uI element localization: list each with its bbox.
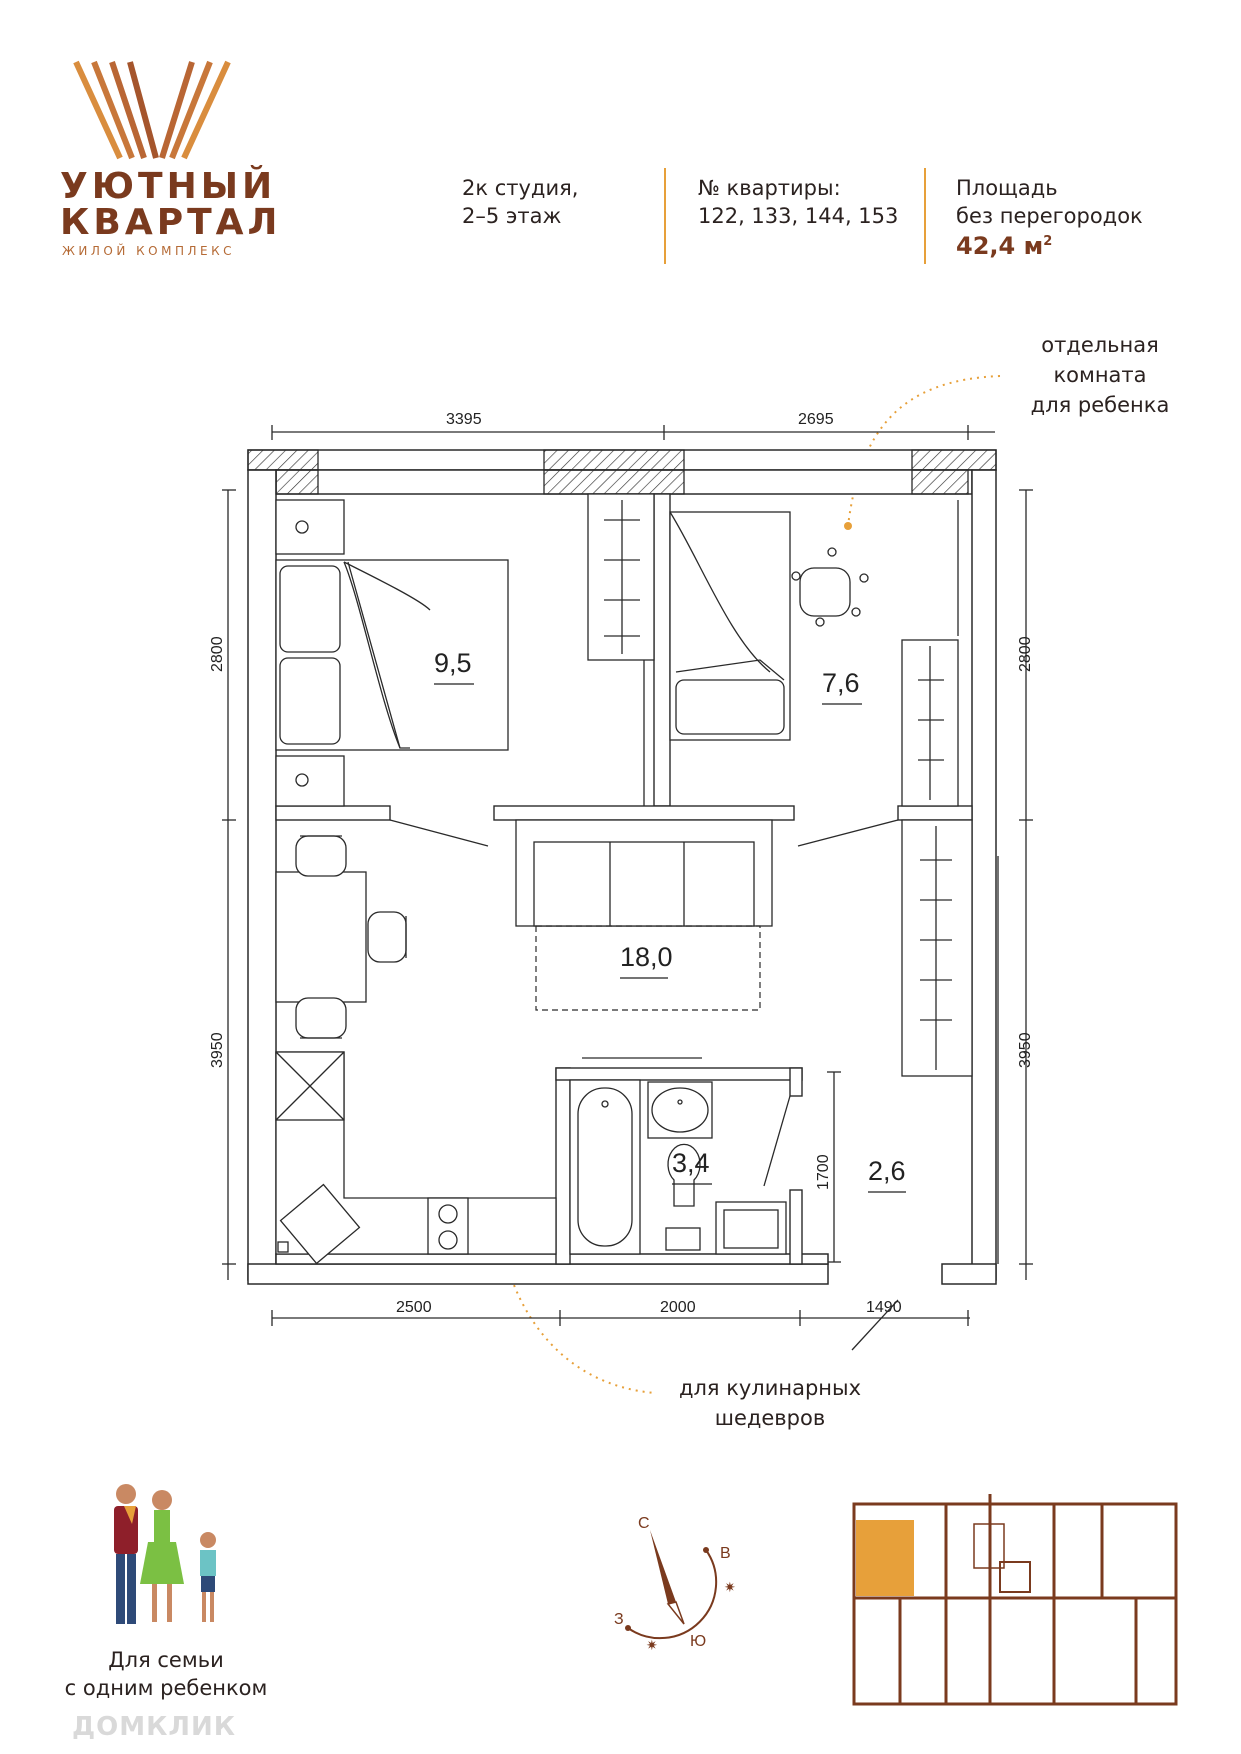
callout-kitchen-line: шедевров xyxy=(714,1406,826,1430)
dim-left-lower: 3950 xyxy=(209,1032,226,1068)
dim-top-left: 3395 xyxy=(446,411,482,428)
compass-icon: С В З Ю ✷ ✷ xyxy=(614,1515,736,1650)
dim-right-lower: 3950 xyxy=(1017,1032,1034,1068)
header-divider xyxy=(664,168,666,264)
family-caption-line2: с одним ребенком xyxy=(64,1676,268,1700)
header-divider xyxy=(924,168,926,264)
brand-subtitle: ЖИЛОЙ КОМПЛЕКС xyxy=(62,244,236,258)
room-area-child: 7,6 xyxy=(822,668,860,698)
area-value-number: 42,4 м xyxy=(956,232,1044,260)
apartment-type: 2к студия, xyxy=(462,176,579,200)
compass-south: Ю xyxy=(690,1633,706,1650)
svg-text:✷: ✷ xyxy=(646,1638,658,1650)
brand-name-line2: КВАРТАЛ xyxy=(60,202,282,243)
room-area-bedroom: 9,5 xyxy=(434,648,472,678)
watermark-logo: ДОМКЛИК xyxy=(72,1712,236,1742)
apartment-numbers-label: № квартиры: xyxy=(698,176,841,200)
callout-child-line: комната xyxy=(1053,363,1147,387)
dim-left-upper: 2800 xyxy=(209,636,226,672)
area-label-line2: без перегородок xyxy=(956,204,1143,228)
dim-bath-height: 1700 xyxy=(815,1154,832,1190)
compass-north: С xyxy=(638,1515,650,1532)
dim-right-upper: 2800 xyxy=(1017,636,1034,672)
floor-location-map xyxy=(852,1494,1178,1706)
room-area-hall: 2,6 xyxy=(868,1156,906,1186)
family-caption-line1: Для семьи xyxy=(108,1648,224,1672)
callout-kitchen: для кулинарных шедевров xyxy=(660,1373,880,1433)
room-area-living: 18,0 xyxy=(620,942,673,972)
compass-east: В xyxy=(720,1545,731,1562)
room-area-bathroom: 3,4 xyxy=(672,1148,710,1178)
area-value: 42,4 м2 xyxy=(956,232,1052,260)
logo-mark xyxy=(73,60,231,160)
apartment-numbers: 122, 133, 144, 153 xyxy=(698,204,899,228)
callout-kitchen-line: для кулинарных xyxy=(678,1376,862,1400)
dim-bottom-right: 1490 xyxy=(866,1299,902,1316)
brand-name-line1: УЮТНЫЙ xyxy=(60,166,277,207)
area-value-unit-sup: 2 xyxy=(1043,234,1053,249)
callout-child-line: для ребенка xyxy=(1030,393,1170,417)
compass-west: З xyxy=(614,1611,624,1628)
dim-bottom-left: 2500 xyxy=(396,1299,432,1316)
family-illustration xyxy=(114,1484,216,1624)
dim-bottom-mid: 2000 xyxy=(660,1299,696,1316)
apartment-floors: 2–5 этаж xyxy=(462,204,562,228)
callout-child-room: отдельная комната для ребенка xyxy=(1000,330,1200,420)
dim-top-right: 2695 xyxy=(798,411,834,428)
area-label-line1: Площадь xyxy=(956,176,1058,200)
callout-child-line: отдельная xyxy=(1041,333,1159,357)
svg-text:✷: ✷ xyxy=(724,1580,736,1596)
